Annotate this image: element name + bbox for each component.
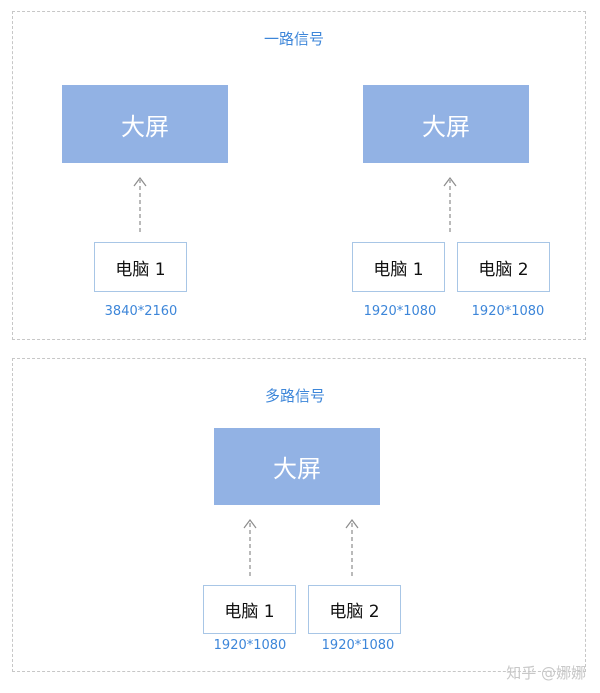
multi-signal-title: 多路信号 [264, 387, 325, 405]
computer-1-single: 电脑 1 [94, 242, 187, 292]
arrowhead-multi-right [345, 519, 359, 529]
big-screen-right: 大屏 [363, 85, 529, 163]
big-screen-multi: 大屏 [214, 428, 380, 505]
arrowhead-single-right [443, 177, 457, 187]
single-signal-panel [12, 11, 586, 340]
computer-1-multi-resolution: 1920*1080 [213, 638, 287, 653]
big-screen-left: 大屏 [62, 85, 228, 163]
computer-2-multi: 电脑 2 [308, 585, 401, 634]
computer-1-multi: 电脑 1 [203, 585, 296, 634]
computer-2-multi-resolution: 1920*1080 [321, 638, 395, 653]
computer-2-dual: 电脑 2 [457, 242, 550, 292]
computer-1-single-resolution: 3840*2160 [104, 304, 178, 319]
computer-2-dual-resolution: 1920*1080 [471, 304, 545, 319]
arrowhead-single-left [133, 177, 147, 187]
computer-1-dual-resolution: 1920*1080 [363, 304, 437, 319]
computer-1-dual: 电脑 1 [352, 242, 445, 292]
watermark: 知乎 @娜娜 [506, 664, 586, 682]
multi-signal-panel [12, 358, 586, 672]
arrowhead-multi-left [243, 519, 257, 529]
single-signal-title: 一路信号 [263, 30, 324, 48]
